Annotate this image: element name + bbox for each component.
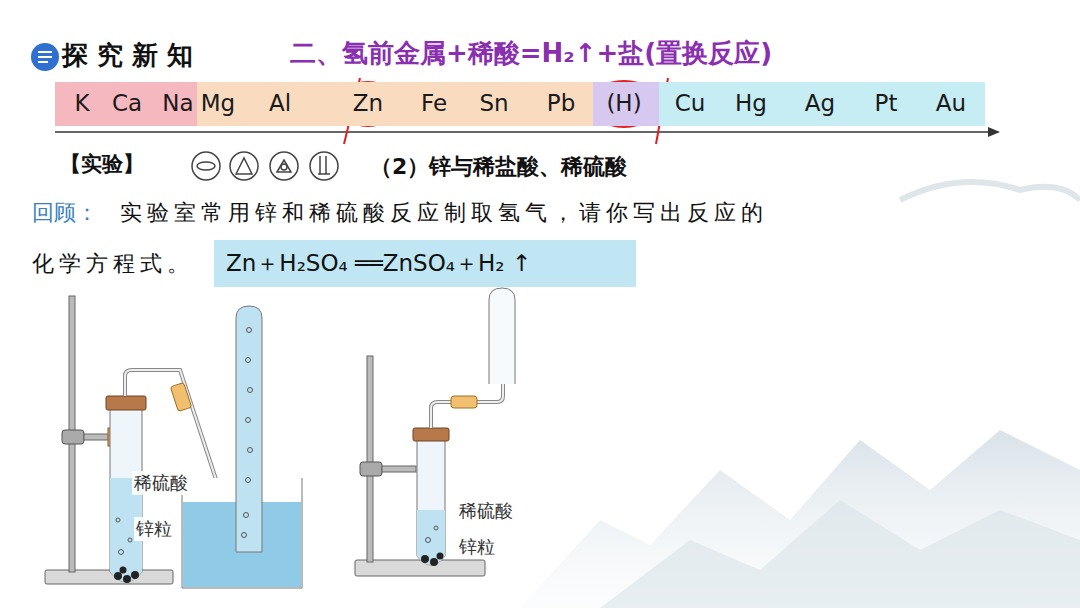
mountain — [600, 500, 1080, 608]
apparatus-upward — [355, 288, 515, 576]
menu-icon — [38, 52, 52, 62]
metal-symbol: (H) — [606, 90, 641, 116]
metal-symbol: Ag — [805, 90, 835, 116]
part-label: 锌粒 — [134, 517, 174, 541]
apparatus-water — [45, 296, 302, 588]
review-text: 化学方程式。 — [32, 249, 194, 279]
metal-symbol: Ca — [112, 90, 142, 116]
metal-symbol: Zn — [353, 90, 383, 116]
metal-symbol: Sn — [479, 90, 508, 116]
safety-icons — [192, 152, 338, 180]
metal-symbol: Mg — [201, 90, 235, 116]
review-text: 实验室常用锌和稀硫酸反应制取氢气，请你写出反应的 — [120, 198, 768, 228]
review-tag: 回顾： — [32, 198, 98, 228]
part-label: 稀硫酸 — [132, 471, 190, 495]
series-band: K Ca Na — [55, 82, 197, 126]
metal-symbol: K — [74, 90, 89, 116]
equation-box: Zn＋H₂SO₄ ══ZnSO₄＋H₂ ↑ — [214, 240, 636, 287]
section-heading: 二、氢前金属+稀酸=H₂↑+盐(置换反应) — [290, 36, 772, 71]
series-band: Mg Al Zn Fe Sn Pb — [197, 82, 593, 126]
experiment-tag: 【实验】 — [60, 150, 144, 178]
metal-symbol: Al — [269, 90, 291, 116]
metal-symbol: Au — [936, 90, 966, 116]
experiment-title: （2）锌与稀盐酸、稀硫酸 — [370, 152, 627, 182]
cloud — [900, 182, 1080, 200]
metal-symbol: Hg — [735, 90, 767, 116]
menu-icon — [31, 43, 59, 71]
metal-symbol: Pt — [875, 90, 898, 116]
metal-symbol: Cu — [675, 90, 706, 116]
metal-symbol: Fe — [421, 90, 447, 116]
part-label: 锌粒 — [457, 535, 497, 559]
mountain — [520, 430, 1080, 608]
series-band: Cu Hg Ag Pt Au — [659, 82, 985, 126]
equation-text: Zn＋H₂SO₄ ══ZnSO₄＋H₂ ↑ — [226, 248, 624, 279]
part-label: 稀硫酸 — [457, 499, 515, 523]
series-band: (H) — [593, 82, 659, 126]
metal-symbol: Pb — [547, 90, 575, 116]
series-arrow — [55, 131, 995, 133]
slide-title: 探 究 新 知 — [62, 38, 193, 73]
metal-symbol: Na — [162, 90, 193, 116]
series-arrow — [988, 127, 1000, 137]
